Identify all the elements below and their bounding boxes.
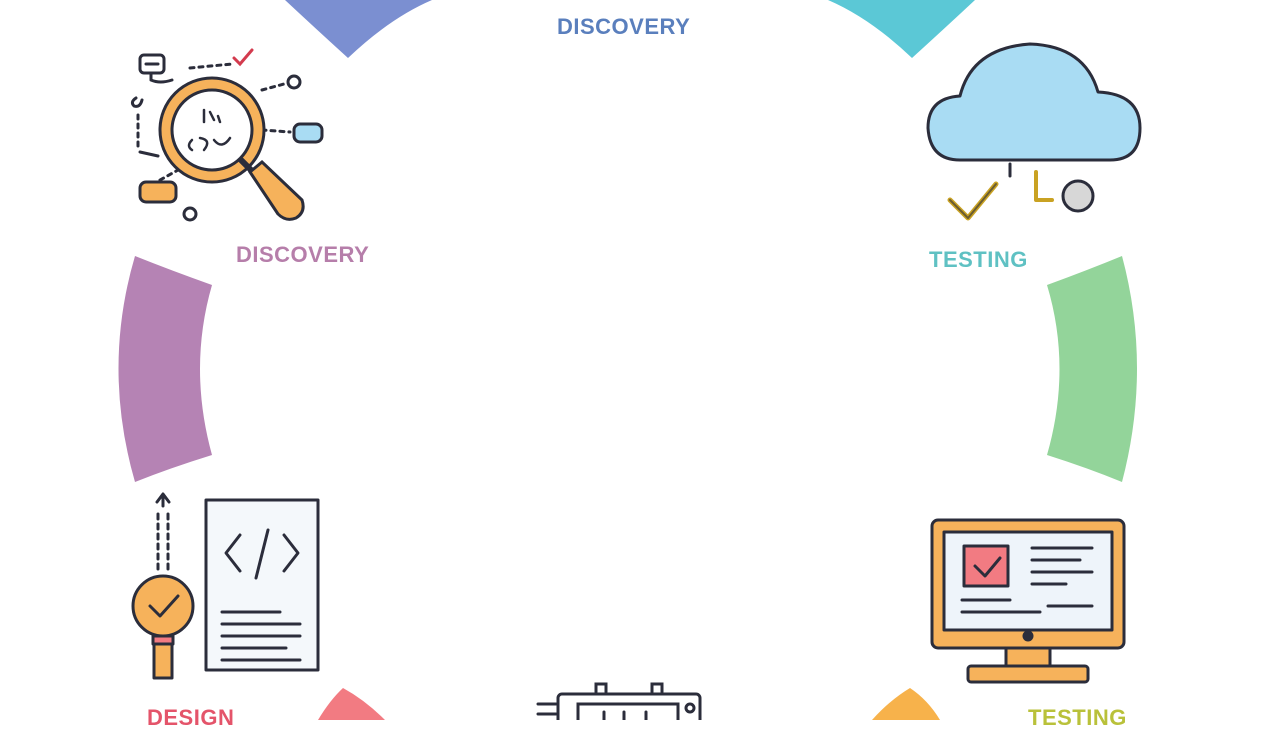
- arc-segment-bottom-right: [872, 688, 940, 720]
- code-document-icon: [131, 492, 320, 680]
- cloud-check-icon: [926, 42, 1142, 221]
- monitor-checklist-icon: [930, 518, 1126, 684]
- label-discovery-top: DISCOVERY: [557, 14, 691, 39]
- arc-segment-top-right: [828, 0, 975, 58]
- label-discovery-left: DISCOVERY: [236, 242, 370, 267]
- arc-segment-top-left: [285, 0, 432, 58]
- label-testing-right: TESTING: [929, 247, 1028, 272]
- label-testing-bottom-right: TESTING: [1028, 705, 1127, 730]
- arc-segment-left: [118, 256, 212, 482]
- arc-segment-bottom-left: [318, 688, 385, 720]
- arc-segment-right: [1047, 256, 1137, 482]
- keyboard-icon: [536, 682, 702, 726]
- magnifier-research-icon: [130, 48, 324, 222]
- label-design-bottom-left: DESIGN: [147, 705, 235, 730]
